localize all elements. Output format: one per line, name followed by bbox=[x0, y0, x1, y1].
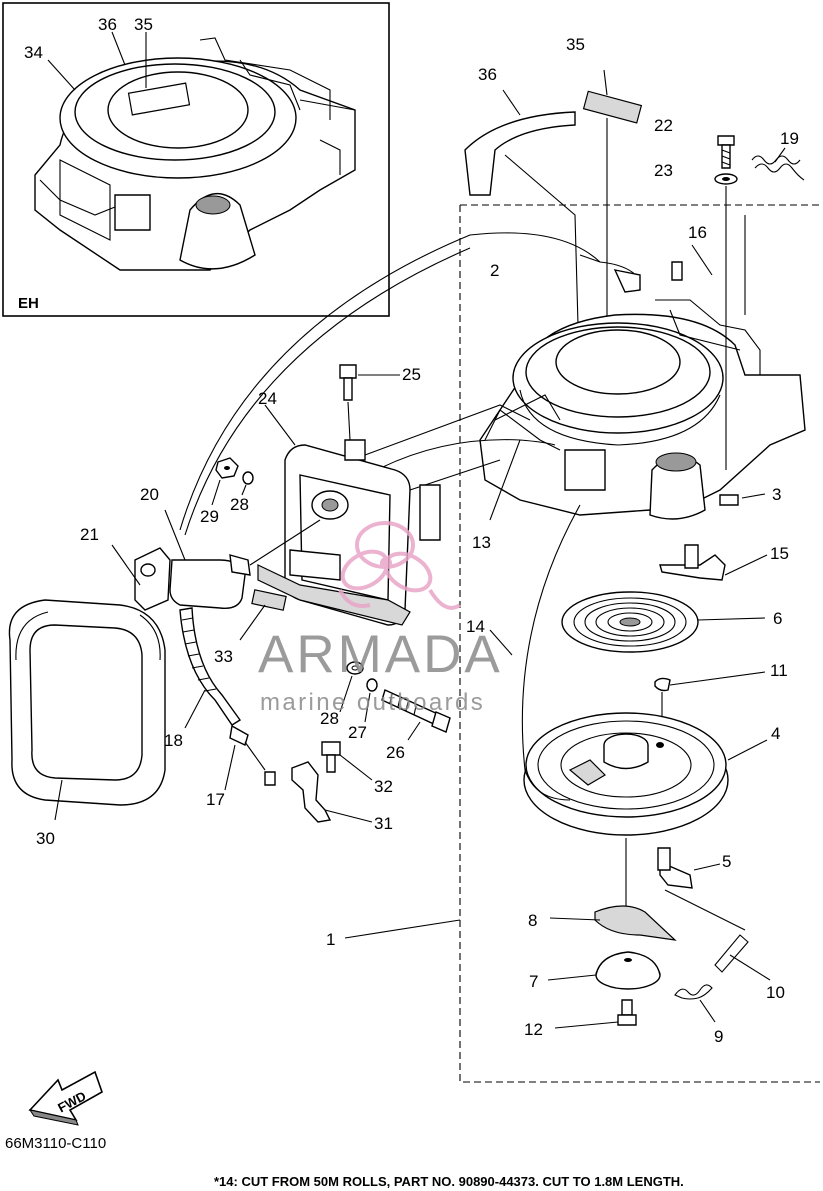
callout-7: 7 bbox=[529, 972, 538, 991]
part-26-bolt bbox=[381, 689, 451, 733]
part-35-label bbox=[582, 90, 643, 124]
fwd-arrow-icon: FWD bbox=[28, 1070, 103, 1126]
part-8-friction-plate bbox=[594, 905, 677, 941]
assembly-boundary bbox=[459, 204, 820, 1083]
part-36-strap bbox=[464, 111, 576, 196]
callout-11: 11 bbox=[770, 661, 788, 680]
callout-6: 6 bbox=[773, 609, 782, 628]
inset-eh: 34 36 35 EH bbox=[2, 2, 390, 317]
part-30-filter-element bbox=[8, 599, 166, 806]
callout-35: 35 bbox=[566, 35, 585, 54]
callout-2: 2 bbox=[490, 261, 499, 280]
callout-5: 5 bbox=[722, 852, 731, 871]
callout-10: 10 bbox=[766, 983, 785, 1002]
callout-27: 27 bbox=[348, 723, 367, 742]
part-12-bolt bbox=[617, 999, 637, 1026]
callout-32: 32 bbox=[374, 777, 393, 796]
callout-34: 34 bbox=[24, 43, 43, 62]
callout-4: 4 bbox=[771, 724, 780, 743]
callout-28-upper: 28 bbox=[230, 495, 249, 514]
part-29-nut bbox=[215, 457, 239, 479]
part-3-bolt bbox=[719, 494, 739, 506]
callout-23: 23 bbox=[654, 161, 673, 180]
part-19-spring bbox=[751, 155, 805, 181]
part-9-spring bbox=[674, 984, 713, 1000]
part-17-cable-end bbox=[229, 724, 276, 786]
part-4-pulley bbox=[523, 712, 729, 836]
callout-30: 30 bbox=[36, 829, 55, 848]
part-33-label bbox=[251, 589, 287, 611]
part-18-throttle-cable bbox=[179, 607, 242, 726]
part-31-bracket bbox=[291, 761, 332, 823]
part-32-bolt bbox=[321, 741, 341, 773]
callout-19: 19 bbox=[780, 129, 799, 148]
footnote: *14: CUT FROM 50M ROLLS, PART NO. 90890-… bbox=[214, 1174, 684, 1189]
callout-36: 36 bbox=[478, 65, 497, 84]
callout-1: 1 bbox=[326, 930, 335, 949]
callout-13: 13 bbox=[472, 533, 491, 552]
callout-21: 21 bbox=[80, 525, 99, 544]
callout-9: 9 bbox=[714, 1027, 723, 1046]
callout-25: 25 bbox=[402, 365, 421, 384]
part-6-recoil-spring bbox=[561, 591, 699, 653]
part-20-throttle-knob bbox=[169, 519, 321, 609]
watermark-brand: ARMADA bbox=[258, 625, 503, 684]
part-22-bolt bbox=[717, 135, 735, 169]
callout-12: 12 bbox=[524, 1020, 543, 1039]
callout-24: 24 bbox=[258, 389, 277, 408]
callout-36-inset: 36 bbox=[98, 15, 117, 34]
watermark-tagline: marine outboards bbox=[260, 689, 485, 716]
callout-29: 29 bbox=[200, 507, 219, 526]
callout-31: 31 bbox=[374, 814, 393, 833]
callout-8: 8 bbox=[528, 911, 537, 930]
callout-28-lower: 28 bbox=[320, 709, 339, 728]
part-16-pin bbox=[671, 261, 683, 281]
callout-33: 33 bbox=[214, 647, 233, 666]
part-25-bolt bbox=[339, 364, 357, 401]
callout-26: 26 bbox=[386, 743, 405, 762]
callout-14: 14 bbox=[466, 617, 485, 636]
callout-17: 17 bbox=[206, 790, 225, 809]
callout-3: 3 bbox=[772, 485, 781, 504]
part-2-starter-housing bbox=[479, 299, 806, 520]
callout-16: 16 bbox=[688, 223, 707, 242]
part-27-washer bbox=[366, 678, 378, 692]
callout-35-inset: 35 bbox=[134, 15, 153, 34]
part-10-spring bbox=[714, 934, 749, 973]
diagram-code: 66M3110-C110 bbox=[5, 1135, 106, 1152]
part-7-drive-plate bbox=[595, 951, 661, 990]
part-14-rope bbox=[521, 504, 581, 801]
callout-20: 20 bbox=[140, 485, 159, 504]
part-11-circlip bbox=[654, 677, 671, 692]
callout-18: 18 bbox=[164, 731, 183, 750]
part-28-washer-upper bbox=[242, 471, 254, 485]
watermark: ARMADA marine outboards bbox=[258, 521, 503, 716]
inset-label: EH bbox=[18, 295, 39, 312]
callout-22: 22 bbox=[654, 116, 673, 135]
part-21-bracket bbox=[134, 547, 171, 611]
callout-15: 15 bbox=[770, 544, 789, 563]
cable-guide-arc bbox=[179, 232, 601, 531]
